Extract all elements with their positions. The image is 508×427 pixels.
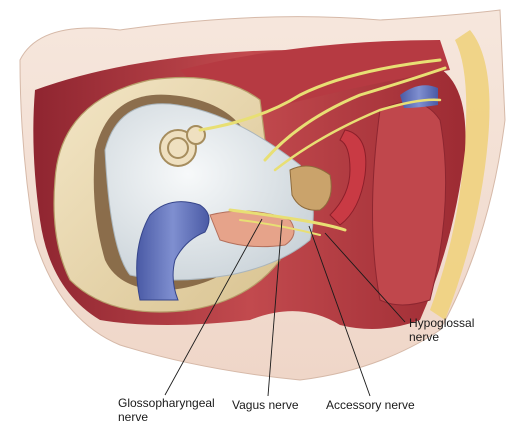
- label-glossopharyngeal-nerve: Glossopharyngeal nerve: [118, 396, 215, 424]
- label-line: Hypoglossal: [409, 316, 475, 330]
- label-line: nerve: [409, 330, 440, 344]
- nerves: [198, 58, 447, 236]
- label-vagus-nerve: Vagus nerve: [232, 398, 299, 412]
- label-line: Glossopharyngeal: [118, 396, 215, 410]
- fat-border: [430, 30, 490, 320]
- label-accessory-nerve: Accessory nerve: [326, 398, 415, 412]
- bone-chunk: [289, 165, 332, 211]
- label-line: nerve: [118, 410, 149, 424]
- label-hypoglossal-nerve: Hypoglossal nerve: [409, 316, 474, 344]
- leader-lines: [164, 218, 406, 397]
- artery: [329, 129, 367, 226]
- sigmoid-sinus: [136, 201, 210, 301]
- right-muscle: [372, 101, 447, 306]
